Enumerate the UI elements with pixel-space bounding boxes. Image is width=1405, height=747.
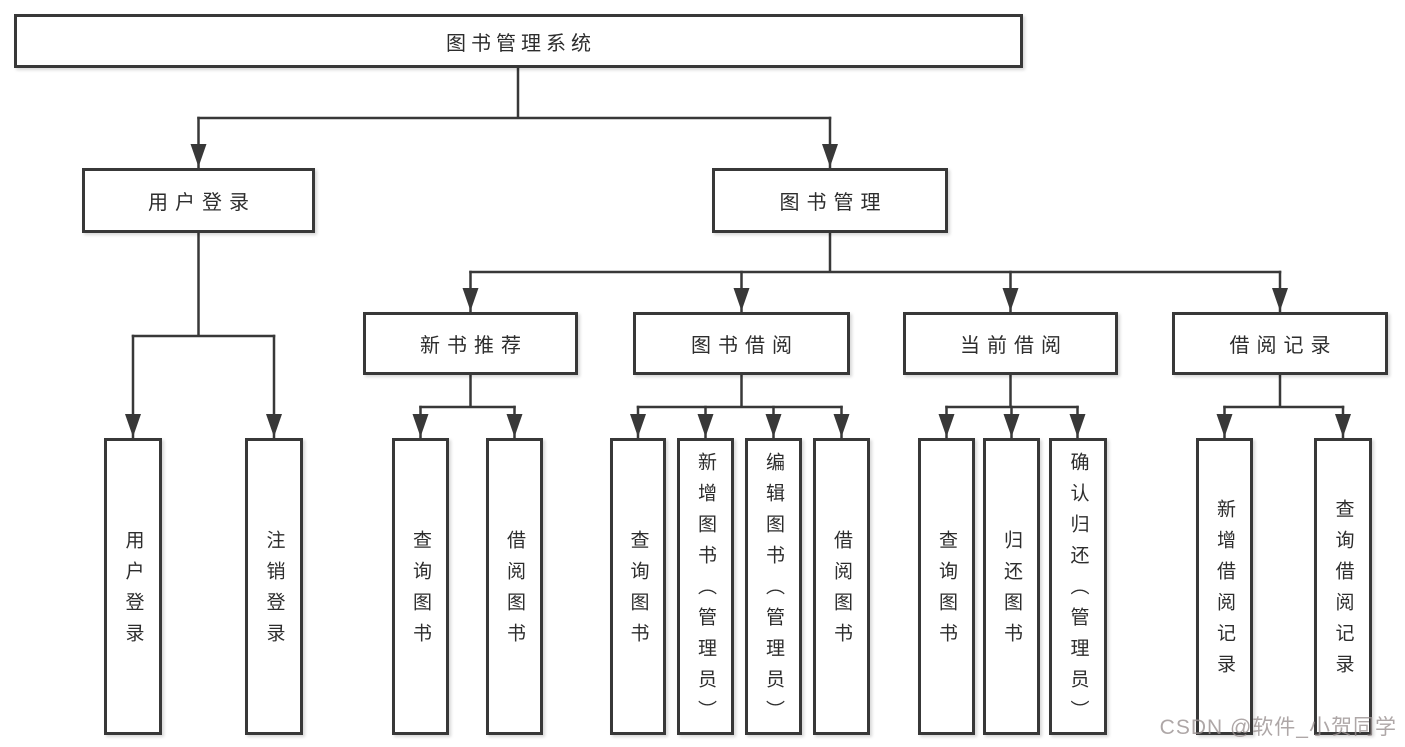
edge-book-management-trunk [469,231,1282,274]
leaf-borrow-books-recommend: 借阅图书 [486,438,543,735]
edge-borrow-records-trunk [1223,373,1345,409]
node-library-management-system: 图书管理系统 [14,14,1023,68]
edge-user-login-trunk [131,231,276,338]
leaf-add-borrow-record: 新增借阅记录 [1196,438,1253,735]
node-borrow-records: 借阅记录 [1172,312,1388,375]
leaf-query-books-recommend: 查询图书 [392,438,449,735]
leaf-query-books-borrow: 查询图书 [610,438,666,735]
node-new-book-recommend: 新书推荐 [363,312,578,375]
leaf-return-book: 归还图书 [983,438,1040,735]
leaf-logout: 注销登录 [245,438,303,735]
leaf-edit-book-admin: 编辑图书（管理员） [745,438,802,735]
node-book-management: 图书管理 [712,168,948,233]
csdn-watermark: CSDN @软件_小贺同学 [1159,716,1397,739]
node-user-login: 用户登录 [82,168,315,233]
edge-book-borrow-trunk [636,373,843,409]
node-book-borrow: 图书借阅 [633,312,850,375]
edge-root-trunk [197,66,832,120]
edge-new-book-trunk [419,373,516,409]
leaf-query-books-current: 查询图书 [918,438,975,735]
leaf-borrow-books: 借阅图书 [813,438,870,735]
node-current-borrow: 当前借阅 [903,312,1118,375]
leaf-add-book-admin: 新增图书（管理员） [677,438,734,735]
edge-current-borrow-trunk [945,373,1079,409]
leaf-query-borrow-record: 查询借阅记录 [1314,438,1372,735]
leaf-user-login: 用户登录 [104,438,162,735]
leaf-confirm-return-admin: 确认归还（管理员） [1049,438,1107,735]
